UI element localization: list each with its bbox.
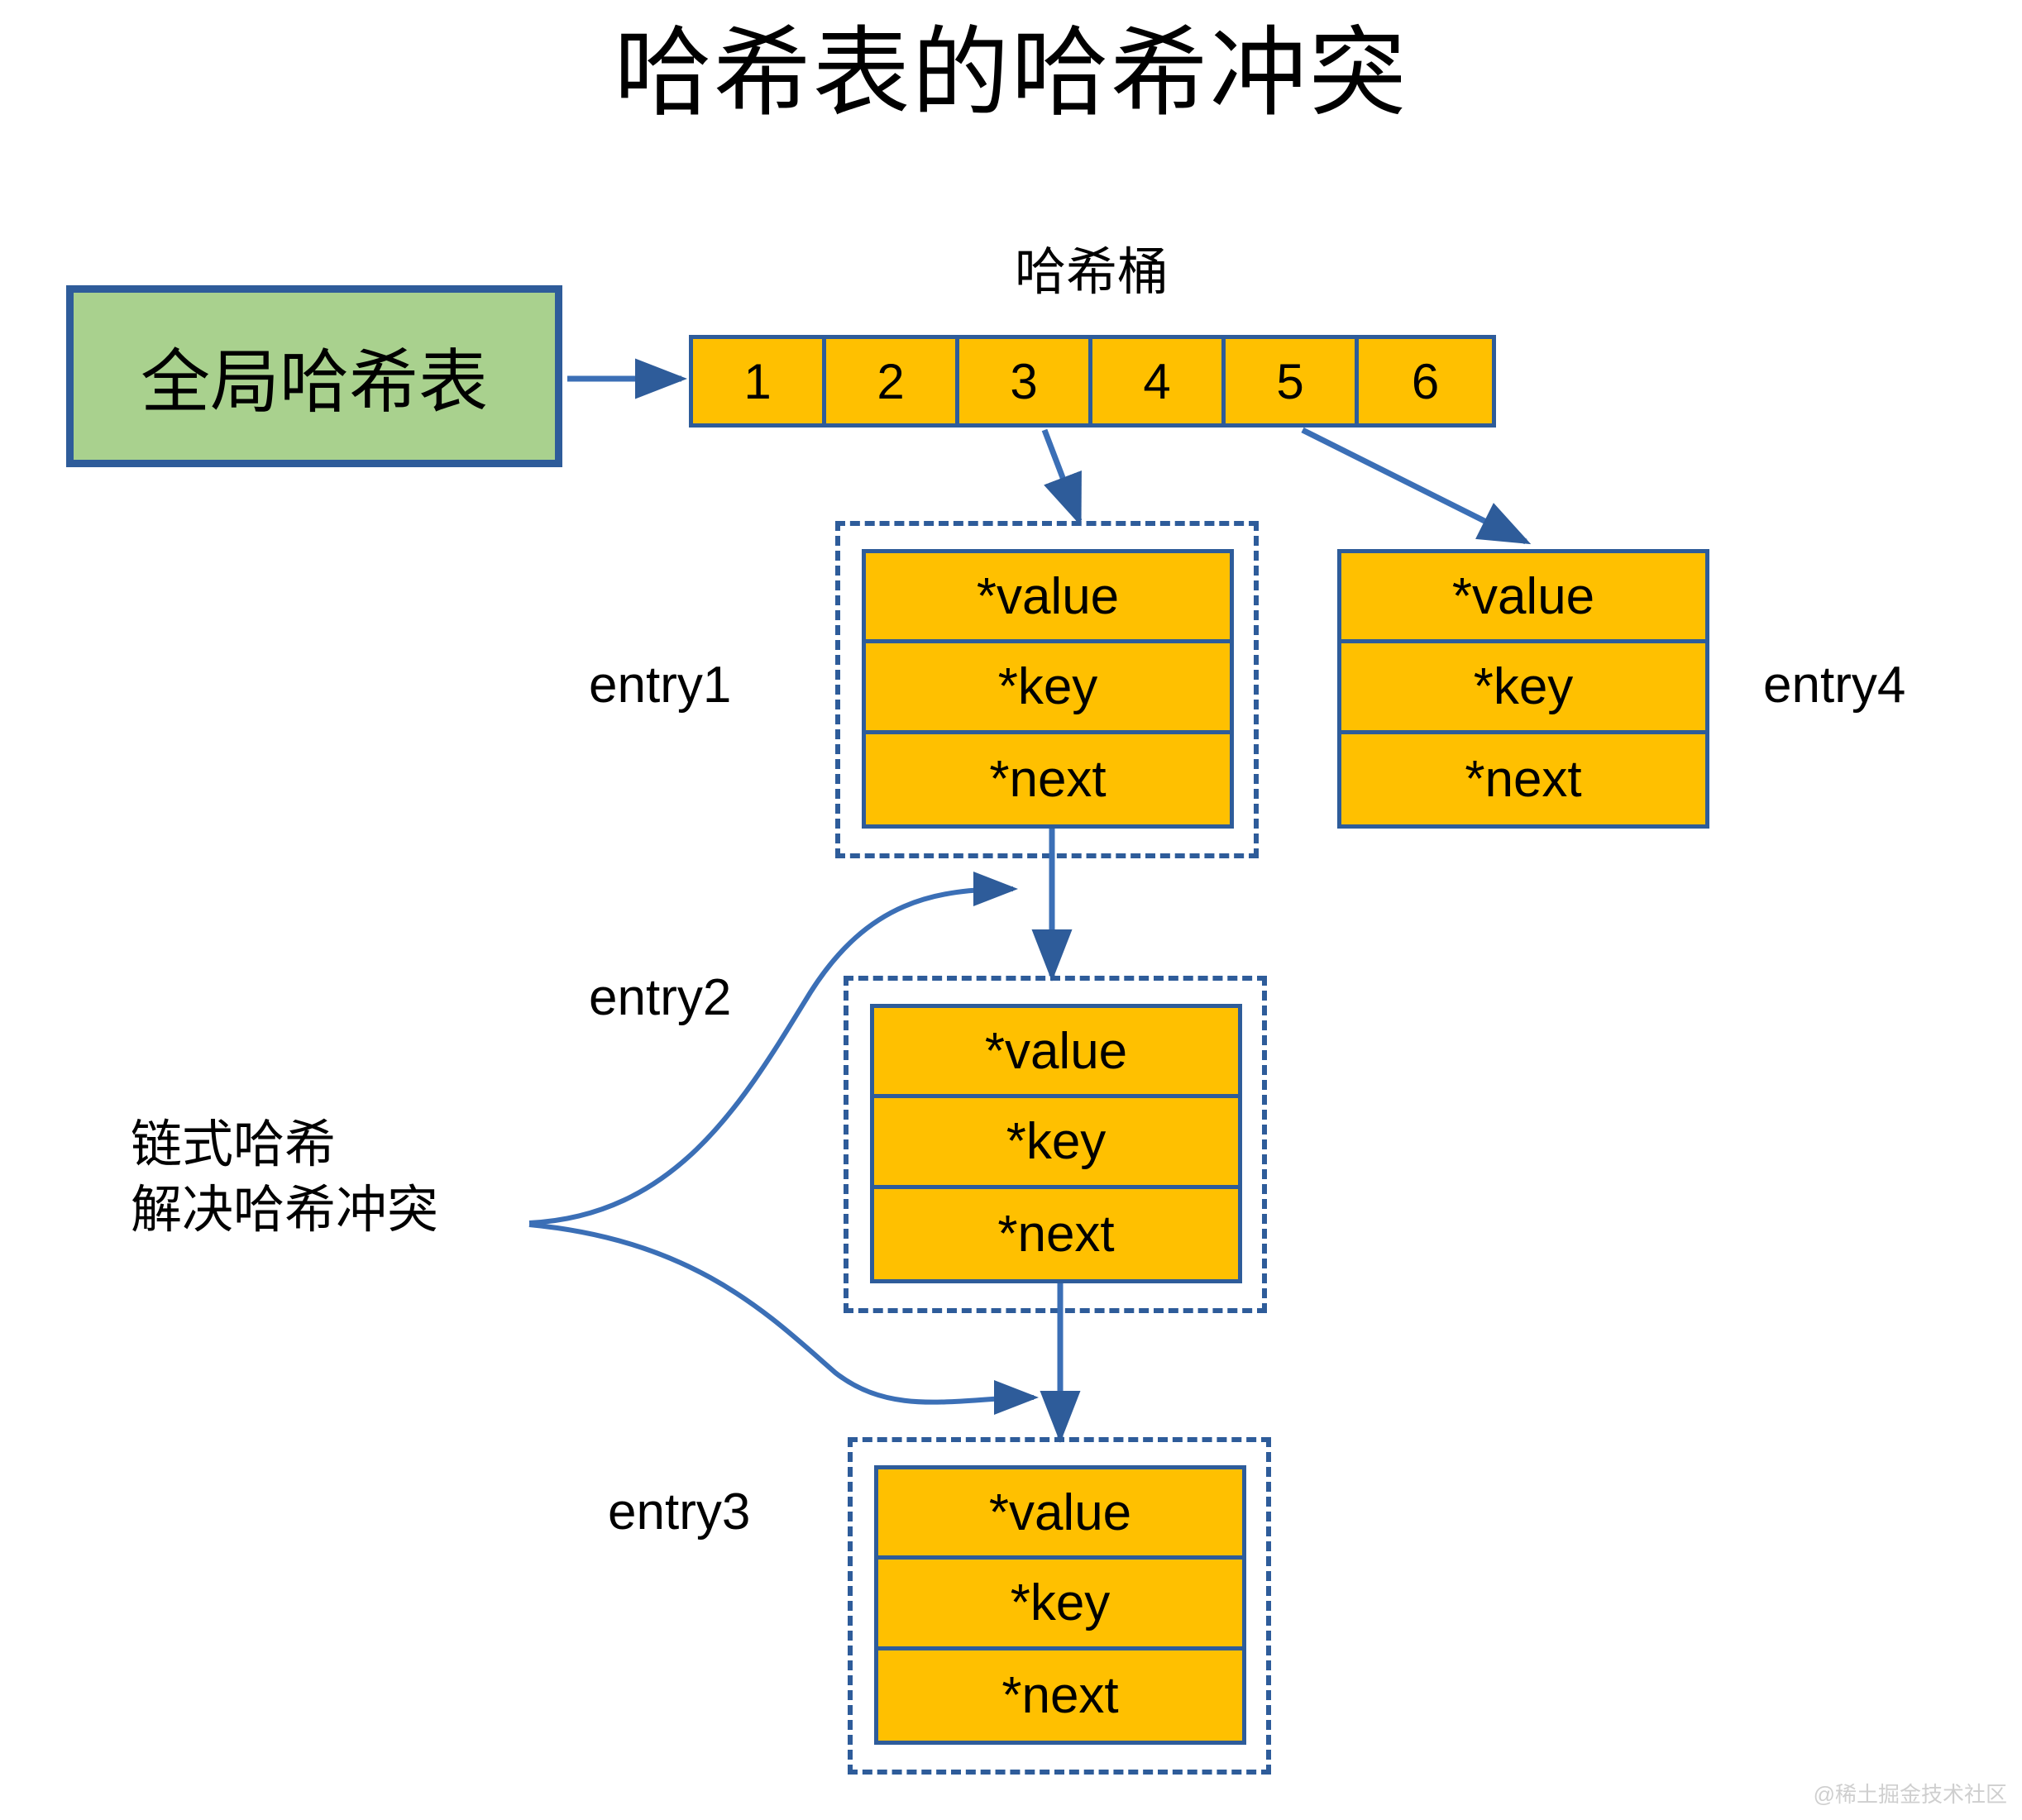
- entry1-key-row: *key: [866, 643, 1230, 734]
- watermark: @稀土掘金技术社区: [1813, 1782, 2007, 1807]
- global-hash-table-box: 全局哈希表: [66, 285, 562, 467]
- bucket-cell-5: 5: [1226, 339, 1359, 423]
- entry2-key-row: *key: [874, 1098, 1238, 1189]
- entry3-box: *value *key *next: [874, 1465, 1246, 1745]
- entry3-value-row: *value: [878, 1469, 1242, 1560]
- entry4-box: *value *key *next: [1337, 549, 1709, 829]
- entry3-key-row: *key: [878, 1560, 1242, 1650]
- bucket-cell-6: 6: [1359, 339, 1492, 423]
- bucket-array: 1 2 3 4 5 6: [689, 335, 1496, 428]
- chain-hash-note-line2: 解决哈希冲突: [131, 1182, 439, 1240]
- entry2-value-row: *value: [874, 1008, 1238, 1099]
- bucket-cell-1: 1: [693, 339, 826, 423]
- entry1-value-row: *value: [866, 553, 1230, 644]
- entry4-next-row: *next: [1465, 750, 1582, 808]
- page-title: 哈希表的哈希冲突: [614, 19, 1408, 128]
- bucket-cell-2: 2: [826, 339, 959, 423]
- entry3-label: entry3: [608, 1483, 751, 1541]
- arrow-bucket5-to-entry4: [1301, 427, 1532, 545]
- entry2-label: entry2: [589, 969, 732, 1026]
- bucket-cell-3: 3: [959, 339, 1092, 423]
- arrow-bucket3-to-entry1: [1041, 428, 1083, 527]
- entry2-box: *value *key *next: [870, 1004, 1242, 1283]
- bucket-cell-4: 4: [1092, 339, 1226, 423]
- global-hash-table-label: 全局哈希表: [140, 342, 488, 421]
- bucket-array-label: 哈希桶: [1014, 244, 1169, 301]
- entry3-next-row: *next: [1001, 1666, 1119, 1724]
- entry1-label: entry1: [589, 657, 732, 714]
- entry1-next-row: *next: [989, 750, 1107, 808]
- entry2-next-row: *next: [997, 1205, 1115, 1263]
- entry4-label: entry4: [1763, 657, 1906, 714]
- entry4-key-row: *key: [1341, 643, 1705, 734]
- chain-hash-note: 链式哈希 解决哈希冲突: [131, 1112, 438, 1244]
- entry4-value-row: *value: [1341, 553, 1705, 644]
- entry1-box: *value *key *next: [862, 549, 1234, 829]
- chain-hash-note-line1: 链式哈希: [131, 1116, 337, 1173]
